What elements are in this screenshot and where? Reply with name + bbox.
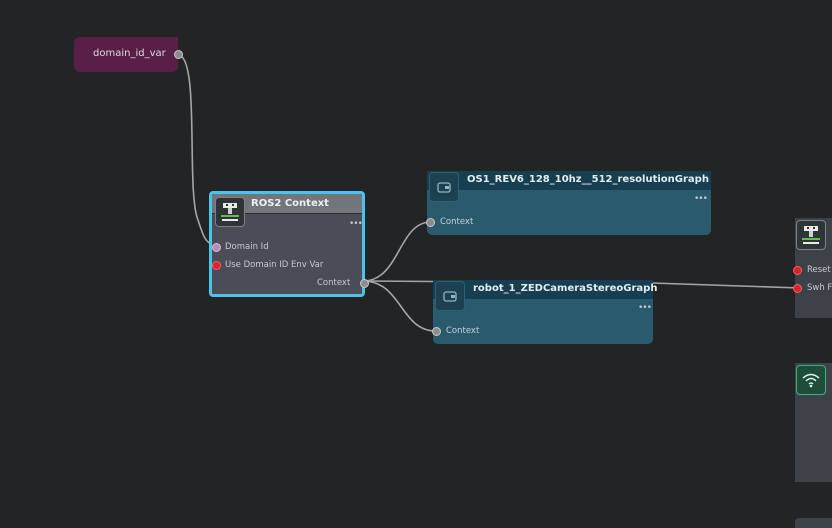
graph-node-zed-title: robot_1_ZEDCameraStereoGraph	[473, 283, 658, 294]
graph-node-zed-menu-dots[interactable]: •••	[638, 303, 652, 313]
graph-node-os1-title: OS1_REV6_128_10hz__512_resolutionGraph	[467, 174, 709, 185]
wifi-icon	[796, 365, 826, 395]
graph-node-zed-context-label: Context	[446, 326, 480, 336]
ros2-context-node[interactable]: ROS2 Context ••• Domain Id Use Domain ID…	[209, 191, 369, 297]
wire-context-os1	[362, 221, 432, 282]
graph-node-zed-header	[433, 280, 653, 299]
right-node-swh-pin[interactable]	[793, 284, 802, 293]
right-ros-node-partial[interactable]: Reset Swh F	[793, 218, 832, 318]
graph-node-os1-context-label: Context	[440, 217, 474, 227]
graph-node-os1-menu-dots[interactable]: •••	[694, 194, 708, 204]
domain-id-input-pin[interactable]	[212, 243, 221, 252]
use-domain-id-env-var-port-label: Use Domain ID Env Var	[225, 260, 324, 270]
right-node-robot-icon	[796, 220, 826, 250]
right-node-swh-label: Swh F	[807, 283, 832, 293]
right-bottom-node-partial[interactable]	[795, 518, 832, 528]
graph-node-zed-context-pin[interactable]	[432, 327, 441, 336]
context-output-pin[interactable]	[360, 279, 369, 288]
graph-node-os1-header	[427, 171, 711, 190]
variable-output-pin[interactable]	[174, 50, 183, 59]
ros2-context-title: ROS2 Context	[251, 198, 329, 209]
graph-node-os1-icon	[429, 172, 459, 202]
wire-context-zed	[362, 280, 437, 332]
variable-node-label: domain_id_var	[93, 48, 166, 59]
right-wifi-node-partial[interactable]	[795, 363, 832, 482]
right-node-reset-pin[interactable]	[793, 266, 802, 275]
graph-node-os1[interactable]: OS1_REV6_128_10hz__512_resolutionGraph •…	[426, 171, 711, 235]
variable-node-domain-id[interactable]: domain_id_var	[74, 37, 183, 72]
graph-node-zed[interactable]: robot_1_ZEDCameraStereoGraph ••• Context	[432, 280, 657, 344]
ros-robot-icon	[215, 197, 245, 227]
ros2-context-header	[212, 194, 362, 214]
ros2-context-menu-dots[interactable]: •••	[349, 219, 363, 229]
graph-node-zed-icon	[435, 281, 465, 311]
right-node-reset-label: Reset	[807, 265, 831, 275]
context-output-port-label: Context	[317, 278, 351, 288]
domain-id-port-label: Domain Id	[225, 242, 269, 252]
use-domain-id-env-var-input-pin[interactable]	[212, 261, 221, 270]
graph-node-os1-context-pin[interactable]	[426, 218, 435, 227]
